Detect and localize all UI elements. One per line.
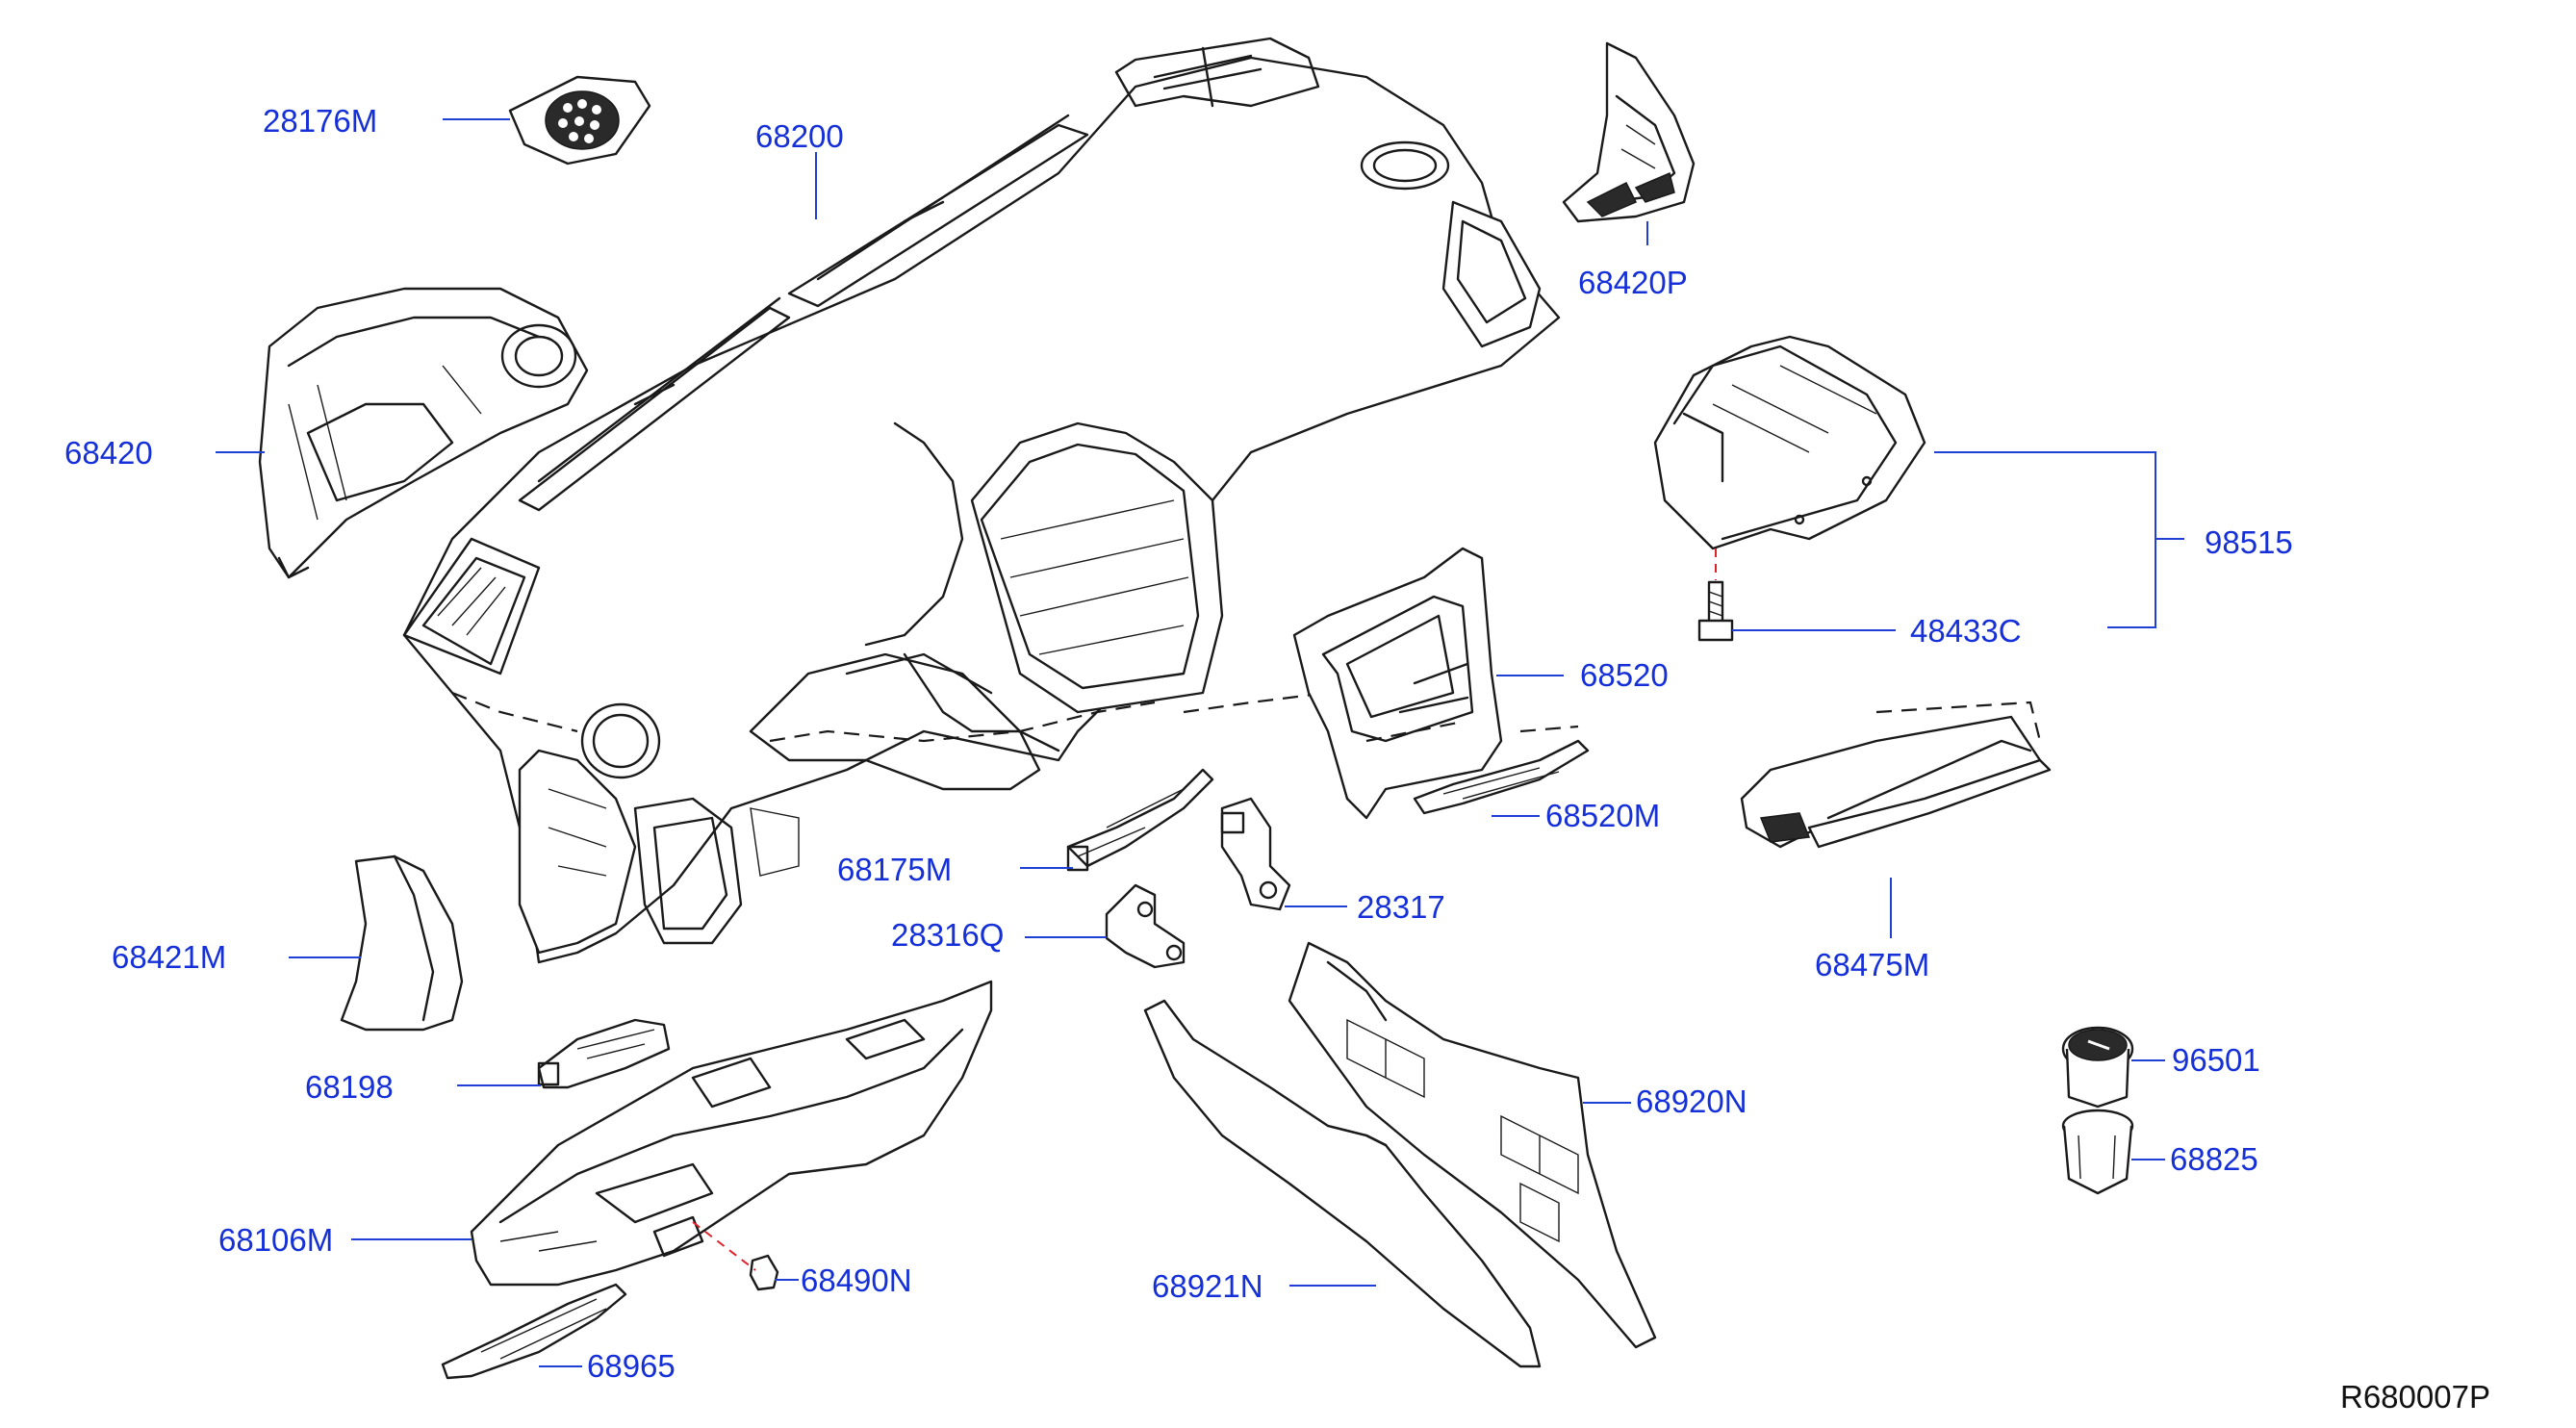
reference-code: R680007P: [2340, 1379, 2490, 1415]
label-98515[interactable]: 98515: [2205, 524, 2293, 560]
label-28316Q[interactable]: 28316Q: [891, 917, 1005, 953]
clip-68490N[interactable]: [749, 1254, 779, 1291]
label-68520[interactable]: 68520: [1580, 657, 1669, 693]
leader-98515-bottom: [2107, 539, 2156, 628]
speaker-grille-28176M[interactable]: [508, 75, 651, 166]
label-68921N[interactable]: 68921N: [1152, 1268, 1263, 1304]
bracket-28317[interactable]: [1220, 797, 1291, 911]
label-68200[interactable]: 68200: [755, 118, 844, 154]
stay-68175M[interactable]: [1066, 768, 1214, 872]
label-28176M[interactable]: 28176M: [263, 103, 378, 139]
lower-panel-68106M[interactable]: [470, 980, 993, 1287]
label-68420[interactable]: 68420: [64, 435, 153, 471]
bracket-98515[interactable]: [1653, 335, 1926, 550]
pocket-68475M[interactable]: [1740, 701, 2052, 849]
center-finisher-68520[interactable]: [1292, 547, 1503, 820]
label-68198[interactable]: 68198: [305, 1069, 394, 1105]
bracket-68198[interactable]: [537, 1018, 671, 1089]
label-28317[interactable]: 28317: [1357, 889, 1445, 925]
cup-68825[interactable]: [2061, 1109, 2134, 1195]
lower-cover-68921N[interactable]: [1143, 999, 1542, 1368]
label-68420P[interactable]: 68420P: [1578, 265, 1688, 300]
socket-96501[interactable]: [2061, 1026, 2134, 1109]
label-68421M[interactable]: 68421M: [112, 939, 227, 975]
label-68106M[interactable]: 68106M: [218, 1222, 334, 1258]
label-96501[interactable]: 96501: [2172, 1042, 2260, 1078]
bolt-48433C[interactable]: [1697, 580, 1734, 642]
side-cover-68421M[interactable]: [340, 854, 464, 1032]
instrument-panel-68200[interactable]: [402, 37, 1561, 964]
label-68965[interactable]: 68965: [587, 1348, 676, 1384]
leader-98515-top: [1934, 451, 2156, 539]
label-68475M[interactable]: 68475M: [1815, 947, 1930, 982]
label-68825[interactable]: 68825: [2170, 1141, 2258, 1177]
trim-68965[interactable]: [441, 1283, 627, 1380]
label-68520M[interactable]: 68520M: [1545, 798, 1661, 833]
lower-cover-68920N[interactable]: [1288, 941, 1657, 1349]
bracket-28316Q[interactable]: [1105, 883, 1186, 969]
label-68920N[interactable]: 68920N: [1636, 1084, 1747, 1119]
cluster-lid-68420[interactable]: [258, 287, 589, 579]
leader-68490N-hidden: [692, 1221, 756, 1271]
strip-68520M[interactable]: [1413, 725, 1590, 815]
leader-lines: [216, 118, 2184, 1367]
label-68490N[interactable]: 68490N: [801, 1262, 912, 1298]
label-68175M[interactable]: 68175M: [837, 852, 953, 887]
side-finisher-68420P[interactable]: [1562, 41, 1696, 223]
label-48433C[interactable]: 48433C: [1910, 613, 2022, 649]
